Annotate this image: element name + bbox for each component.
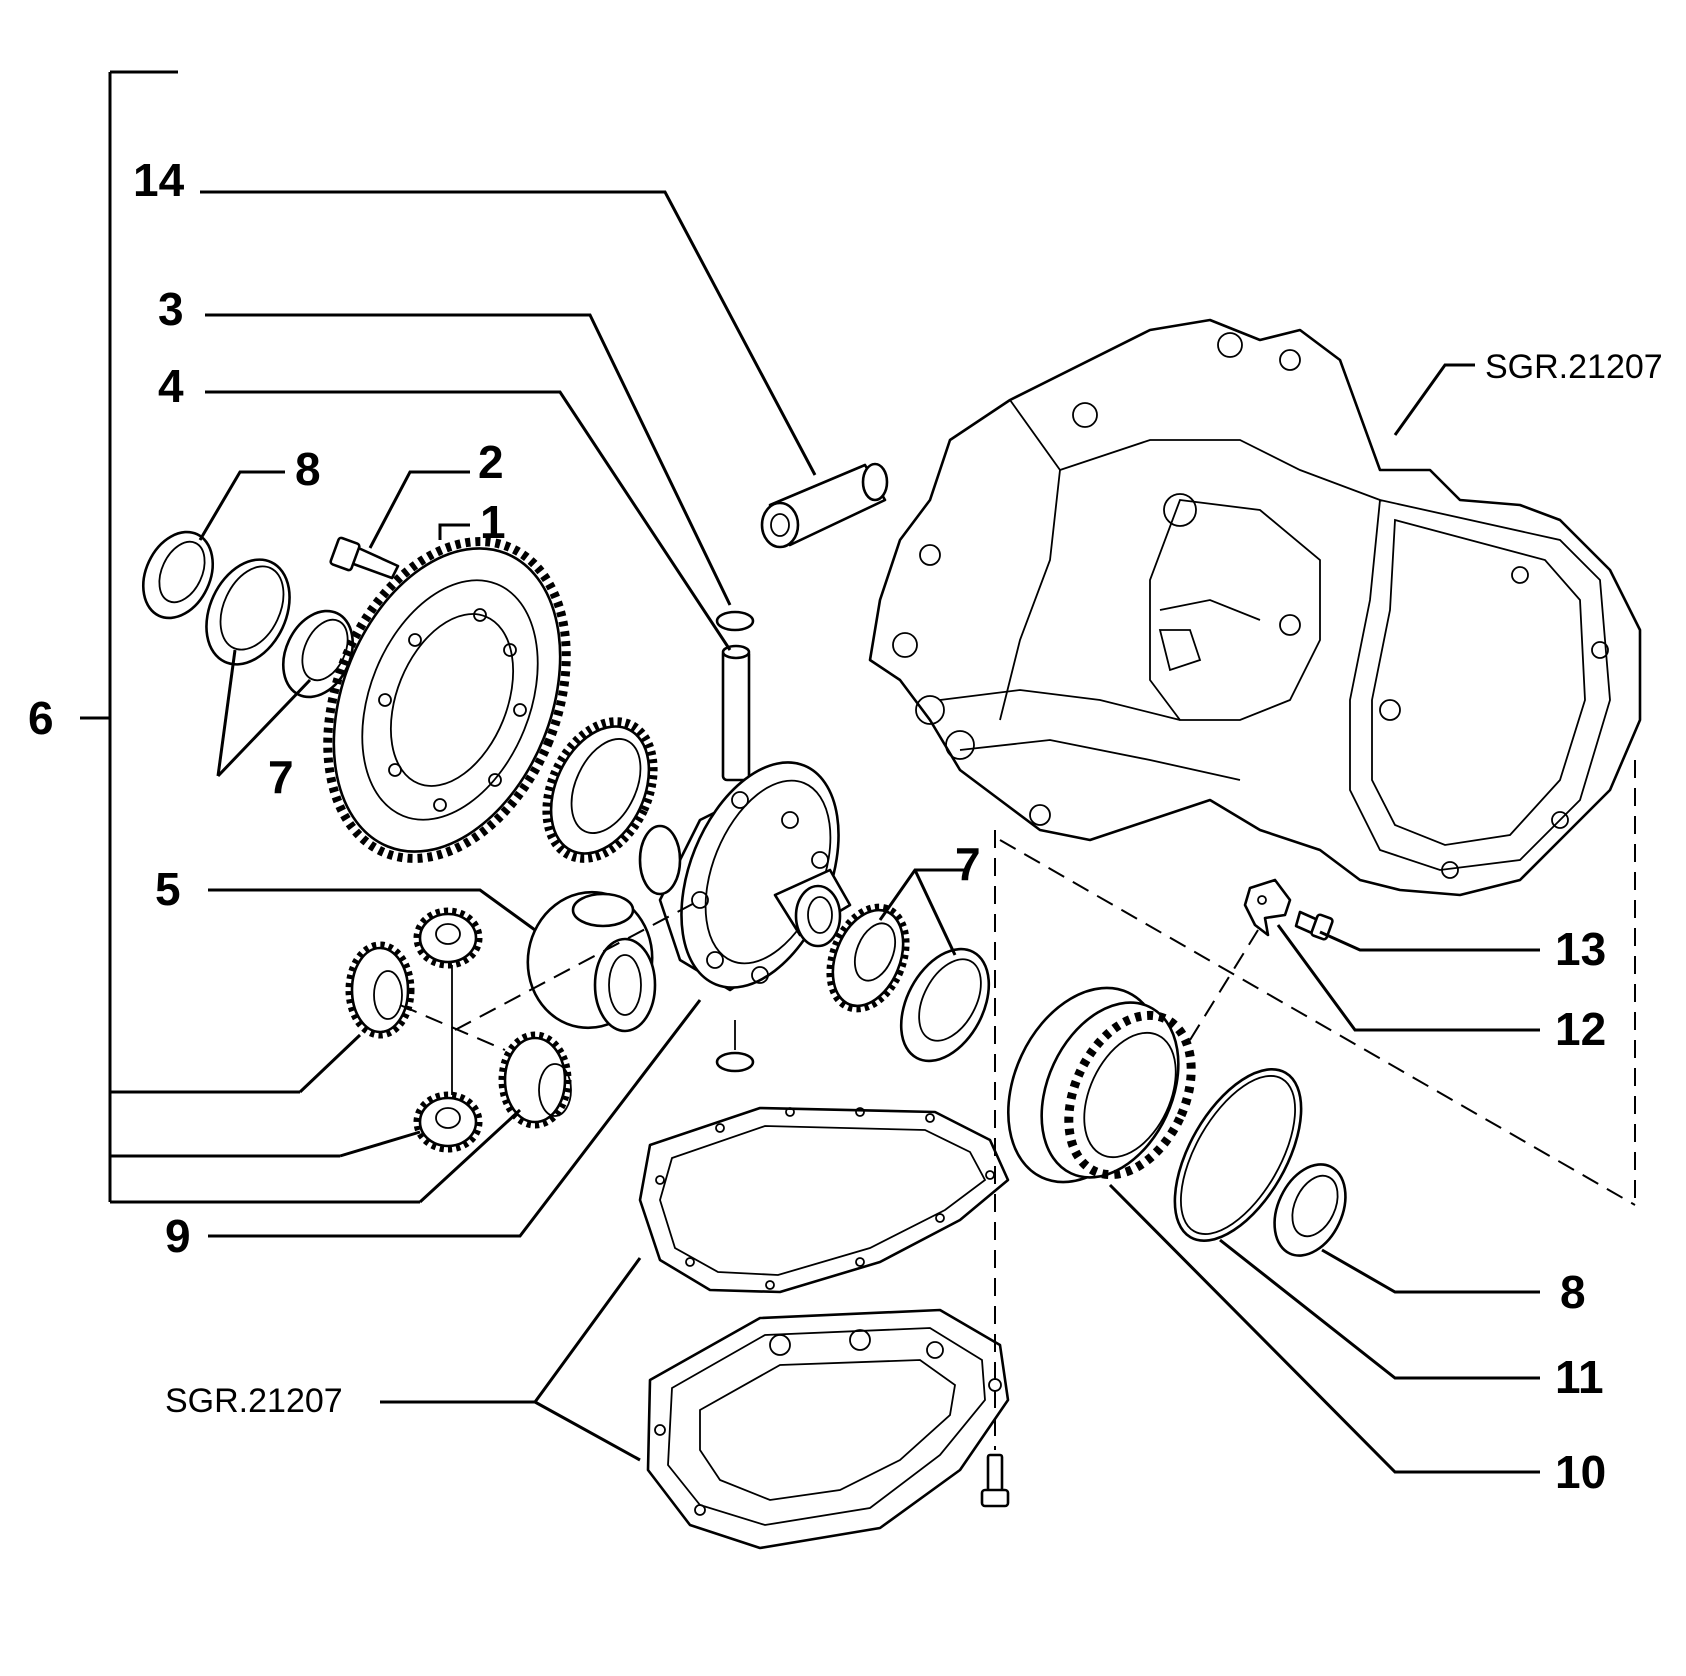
- part-bearing-cup-left: [205, 558, 291, 666]
- part-small-bolt: [1294, 910, 1334, 941]
- callout-7-right: 7: [955, 838, 981, 890]
- callout-8-top: 8: [295, 443, 321, 495]
- callout-8-bottom: 8: [1560, 1266, 1586, 1318]
- part-sleeve: [760, 462, 889, 549]
- callout-4: 4: [158, 360, 184, 412]
- callout-10: 10: [1555, 1446, 1606, 1498]
- part-side-gear-left: [345, 941, 415, 1039]
- part-adjuster-ring: [1006, 986, 1196, 1184]
- part-side-gear-right: [498, 1031, 572, 1129]
- part-o-ring: [1173, 1067, 1303, 1243]
- callout-6: 6: [28, 692, 54, 744]
- leader-lines: [198, 190, 1540, 1474]
- part-differential-housing: [638, 761, 852, 992]
- part-oil-seal-left: [142, 530, 214, 620]
- part-spider-case: [526, 890, 657, 1033]
- callout-3: 3: [158, 283, 184, 335]
- part-bolt: [329, 536, 400, 580]
- callout-13: 13: [1555, 923, 1606, 975]
- part-oil-seal-right: [1273, 1163, 1347, 1257]
- callout-1: 1: [480, 496, 506, 548]
- callout-5: 5: [155, 863, 181, 915]
- callout-labels: 14 3 4 8 2 1 6 7 5 7 13 12 9 8 11 10 SGR…: [28, 154, 1663, 1498]
- callout-11: 11: [1555, 1351, 1604, 1403]
- callout-7-left: 7: [268, 751, 294, 803]
- reference-oil-pan: SGR.21207: [165, 1382, 343, 1420]
- part-oil-pan-cover: [646, 1308, 1010, 1550]
- gearbox-housing: [868, 318, 1642, 897]
- callout-14: 14: [133, 154, 185, 206]
- reference-housing: SGR.21207: [1485, 348, 1663, 386]
- part-ring-gear: [323, 537, 571, 863]
- assembly-bracket: [80, 70, 420, 1204]
- part-planet-gear-top: [413, 907, 483, 969]
- part-roller-bearing: [542, 717, 658, 863]
- part-sensor-bracket: [1243, 878, 1292, 937]
- callout-2: 2: [478, 436, 504, 488]
- part-shaft-pin: [721, 644, 751, 782]
- part-drain-bolt: [980, 1453, 1010, 1508]
- callout-9: 9: [165, 1210, 191, 1262]
- part-planet-gear-bottom: [413, 1091, 483, 1153]
- part-snap-ring-top: [715, 610, 755, 632]
- part-gasket: [638, 1106, 1010, 1294]
- part-snap-ring-bottom: [715, 1020, 755, 1073]
- part-bearing-cup-right: [899, 947, 991, 1063]
- callout-12: 12: [1555, 1003, 1606, 1055]
